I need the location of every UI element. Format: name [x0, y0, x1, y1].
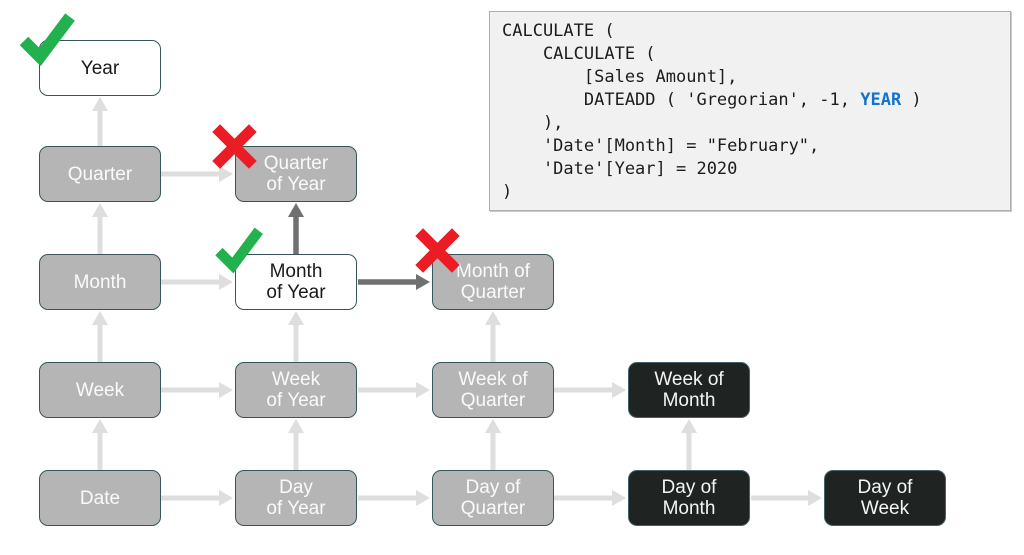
code-text: ) [502, 182, 513, 202]
node-month-of-year: Month of Year [235, 254, 357, 310]
arrow-week-to-week-of-year [161, 382, 233, 398]
arrow-day-of-quarter-to-day-of-month [554, 490, 626, 506]
code-line-3: [Sales Amount], [502, 66, 998, 89]
arrow-day-of-month-to-week-of-month [681, 419, 697, 470]
node-month-of-quarter: Month of Quarter [432, 254, 554, 310]
arrow-date-to-week [92, 419, 108, 470]
code-text: 'Date'[Month] = "February", [502, 136, 820, 156]
arrow-week-of-year-to-month-of-year [288, 311, 304, 362]
arrow-day-of-year-to-week-of-year [288, 419, 304, 470]
code-keyword: YEAR [860, 90, 902, 110]
code-line-7: 'Date'[Year] = 2020 [502, 158, 998, 181]
node-day-of-year: Day of Year [235, 470, 357, 526]
code-line-5: ), [502, 112, 998, 135]
code-line-8: ) [502, 181, 998, 204]
node-quarter: Quarter [39, 146, 161, 202]
arrow-month-to-month-of-year [161, 274, 233, 290]
arrow-date-to-day-of-year [161, 490, 233, 506]
arrow-quarter-to-quarter-of-year [161, 166, 233, 182]
code-text: DATEADD ( 'Gregorian', -1, [502, 90, 861, 110]
arrow-day-of-month-to-day-of-week [751, 490, 822, 506]
node-day-of-month: Day of Month [628, 470, 750, 526]
node-week-of-year: Week of Year [235, 362, 357, 418]
arrow-month-of-year-to-quarter-of-year [288, 203, 304, 254]
arrow-week-to-month [92, 311, 108, 362]
arrow-week-of-quarter-to-week-of-month [554, 382, 626, 398]
node-day-of-week: Day of Week [824, 470, 946, 526]
code-line-2: CALCULATE ( [502, 43, 998, 66]
dax-code-block: CALCULATE ( CALCULATE ( [Sales Amount], … [489, 11, 1011, 211]
node-month: Month [39, 254, 161, 310]
arrow-week-of-quarter-to-month-of-quarter [485, 311, 501, 362]
arrow-month-of-year-to-month-of-quarter [358, 274, 430, 290]
node-year: Year [39, 40, 161, 96]
code-text: ), [502, 113, 564, 133]
node-quarter-of-year: Quarter of Year [235, 146, 357, 202]
arrow-week-of-year-to-week-of-quarter [358, 382, 430, 398]
arrow-day-of-quarter-to-week-of-quarter [485, 419, 501, 470]
code-line-4: DATEADD ( 'Gregorian', -1, YEAR ) [502, 89, 998, 112]
code-text: [Sales Amount], [502, 67, 738, 87]
arrow-day-of-year-to-day-of-quarter [358, 490, 430, 506]
node-week-of-quarter: Week of Quarter [432, 362, 554, 418]
node-date: Date [39, 470, 161, 526]
node-week-of-month: Week of Month [628, 362, 750, 418]
code-text: CALCULATE ( [502, 21, 615, 41]
arrow-quarter-to-year [92, 97, 108, 146]
code-line-6: 'Date'[Month] = "February", [502, 135, 998, 158]
node-day-of-quarter: Day of Quarter [432, 470, 554, 526]
node-week: Week [39, 362, 161, 418]
code-text: ) [901, 90, 922, 110]
arrow-month-to-quarter [92, 203, 108, 254]
code-line-1: CALCULATE ( [502, 20, 998, 43]
code-text: 'Date'[Year] = 2020 [502, 159, 738, 179]
code-text: CALCULATE ( [502, 44, 656, 64]
